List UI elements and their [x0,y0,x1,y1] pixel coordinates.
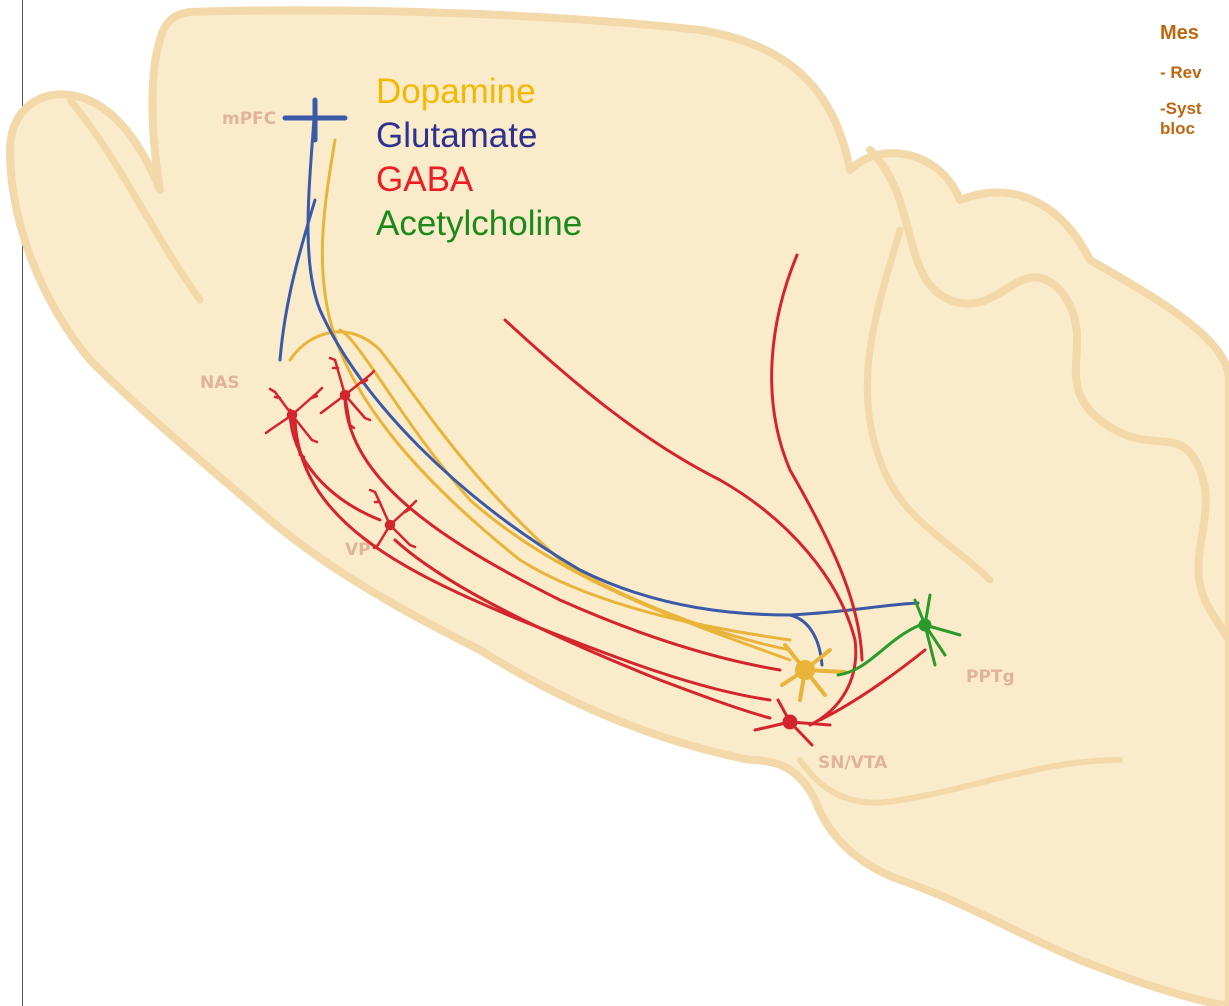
side-text-panel: Mes - Rev -Syst bloc [1160,22,1202,155]
side-heading: Mes [1160,22,1202,45]
label-vp: VP [345,540,371,560]
side-line-2: -Syst bloc [1160,99,1202,139]
label-pptg: PPTg [966,667,1015,687]
label-nas: NAS [200,373,240,393]
legend-dopamine: Dopamine [376,70,582,114]
side-line-2a: -Syst [1160,99,1202,119]
legend-acetylcholine: Acetylcholine [376,202,582,246]
label-mpfc: mPFC [222,109,276,129]
brain-silhouette [10,10,1229,1006]
side-line-1: - Rev [1160,63,1202,83]
label-snvta: SN/VTA [818,753,888,773]
side-line-2b: bloc [1160,119,1202,139]
neurotransmitter-legend: Dopamine Glutamate GABA Acetylcholine [376,70,582,246]
legend-gaba: GABA [376,158,582,202]
legend-glutamate: Glutamate [376,114,582,158]
